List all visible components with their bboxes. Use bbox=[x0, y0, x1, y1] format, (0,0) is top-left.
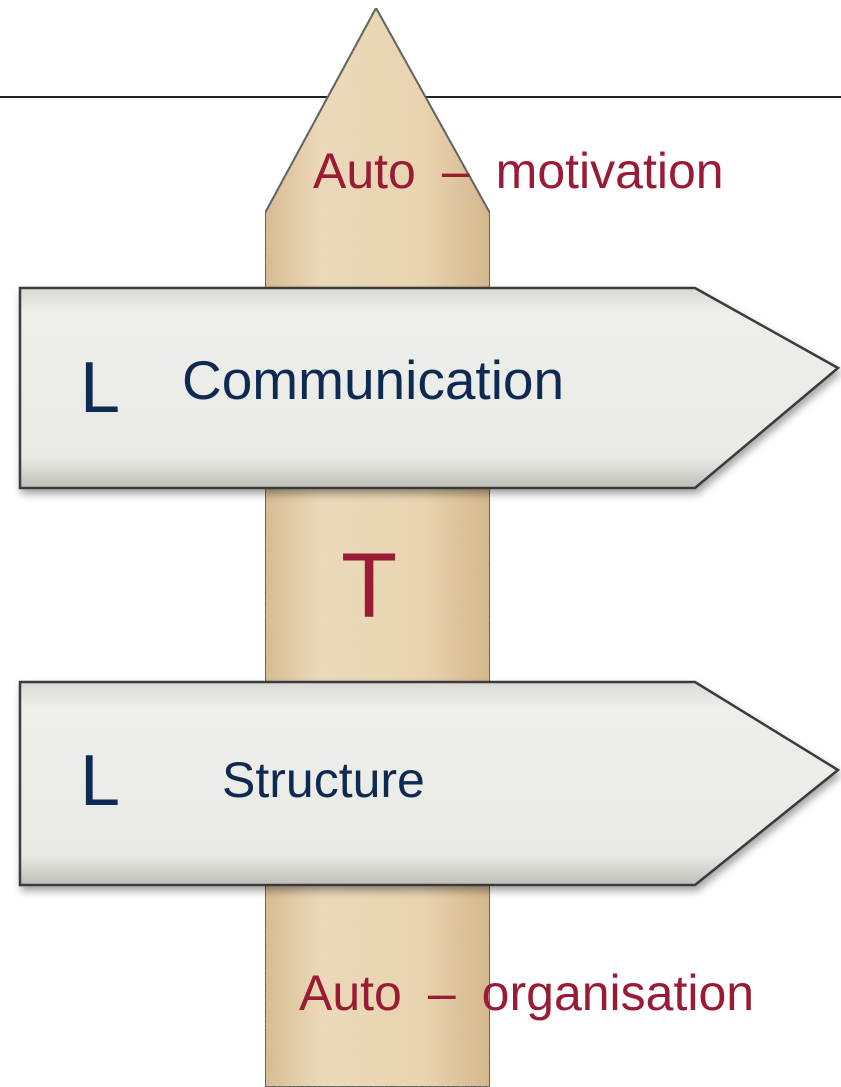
top-label: Auto–motivation bbox=[313, 146, 724, 196]
bottom-label-dash: – bbox=[427, 965, 456, 1021]
sign-structure-letter: L bbox=[80, 741, 121, 821]
sign-communication-text: Communication bbox=[182, 349, 565, 411]
sign-structure-text: Structure bbox=[222, 752, 425, 808]
top-label-dash: – bbox=[441, 143, 470, 199]
sign-communication-letter: L bbox=[80, 348, 121, 428]
bottom-label-left: Auto bbox=[299, 965, 402, 1021]
sign-structure-board bbox=[18, 680, 841, 887]
bottom-label: Auto–organisation bbox=[299, 968, 754, 1018]
top-label-right: motivation bbox=[495, 143, 724, 199]
top-label-left: Auto bbox=[313, 143, 416, 199]
post-center-letter: T bbox=[341, 535, 398, 637]
sign-communication-board bbox=[18, 286, 841, 490]
bottom-label-right: organisation bbox=[481, 965, 755, 1021]
